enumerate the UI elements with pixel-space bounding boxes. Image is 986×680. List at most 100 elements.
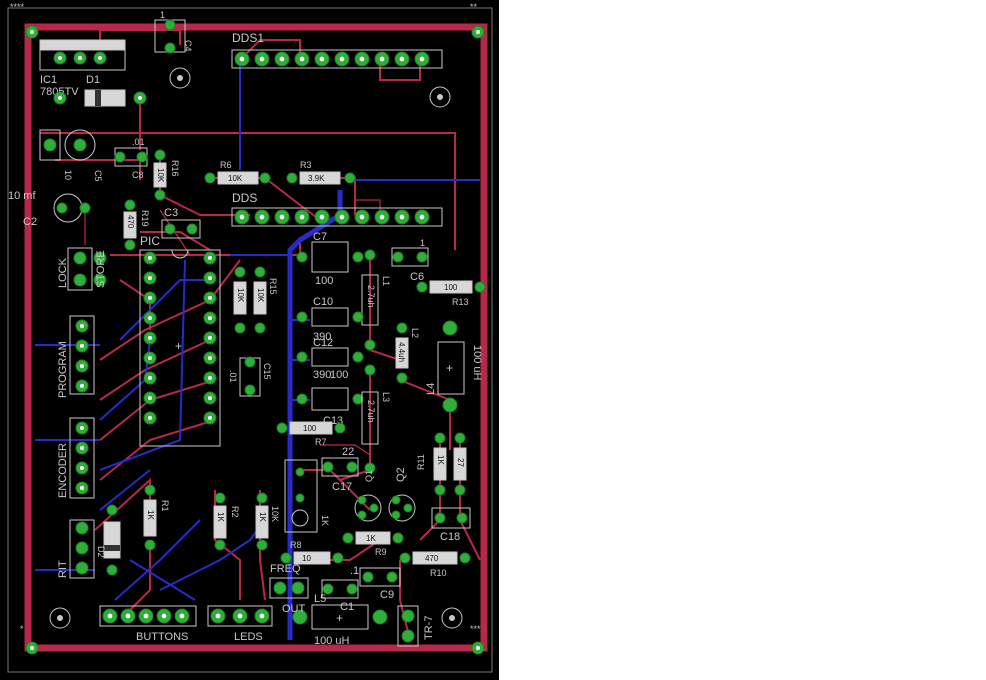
- rit-label: RIT: [57, 560, 69, 578]
- r10-ref: R10: [430, 568, 447, 578]
- connector-buttons: BUTTONS: [99, 605, 197, 643]
- trimmer-1k: 1K: [284, 459, 330, 533]
- pad-hole: [80, 466, 84, 470]
- pad-hole: [80, 486, 84, 490]
- trimmer-value: 1K: [320, 515, 330, 526]
- c3-ref: C3: [164, 207, 178, 219]
- bottom-layer-traces: [35, 60, 480, 640]
- pad-hole: [148, 336, 152, 340]
- svg-text:+: +: [175, 339, 182, 353]
- pad-hole: [279, 56, 285, 62]
- pad-hole: [299, 56, 305, 62]
- c6-value: 1: [420, 238, 425, 248]
- connector-freq-out: FREQ OUT: [269, 563, 309, 615]
- pcb-layout-canvas: **** ** * ***: [7, 2, 493, 673]
- capacitor-c6: 1 C6: [391, 238, 429, 283]
- r3-ref: R3: [300, 160, 312, 170]
- pad-hole: [208, 256, 212, 260]
- c10-value: 390: [313, 331, 331, 343]
- lock-label: LOCK: [57, 257, 69, 288]
- pad-hole: [143, 613, 149, 619]
- r1-ref: R1: [160, 500, 170, 512]
- buttons-label: BUTTONS: [136, 631, 188, 643]
- pad-hole: [80, 324, 84, 328]
- r1-value: 1K: [146, 510, 155, 520]
- r-value-10k-c: 10K: [236, 288, 245, 303]
- corner-mark-top-left: ****: [10, 2, 25, 12]
- pad-hole: [208, 376, 212, 380]
- l2-ref: L2: [410, 328, 420, 338]
- inductor-l4: + 100 uH L4: [425, 320, 483, 413]
- l4-ref: L4: [425, 383, 437, 395]
- r16-ref: R16: [170, 160, 180, 177]
- resistor-r2: 1K R2: [213, 492, 240, 551]
- resistor-r8: 10 R8: [280, 540, 344, 565]
- l5-value: 100 uH: [314, 635, 350, 647]
- c2-ref: C2: [23, 216, 37, 228]
- pad-hole: [259, 214, 265, 220]
- connector-trim: TR-7: [397, 605, 435, 647]
- pad-hole: [208, 296, 212, 300]
- c18-ref: C18: [440, 531, 460, 543]
- resistor-pair-r15: 10K 10K R15: [233, 266, 278, 334]
- inductor-l3: 2.7uh L3: [361, 364, 391, 474]
- svg-text:+: +: [446, 361, 453, 375]
- pad-hole: [148, 276, 152, 280]
- pad-hole: [148, 316, 152, 320]
- inductor-l2: 4.4uh L2: [395, 322, 420, 384]
- regulator-ic1: IC1 7805TV: [39, 39, 126, 98]
- c5-ref: C5: [93, 170, 103, 182]
- diode-d1: D1: [53, 74, 147, 107]
- c7-value: 100: [315, 275, 333, 287]
- r-leds-value-2: 10K: [270, 506, 280, 522]
- resistor-r10: 470 R10: [399, 551, 471, 578]
- c12-second-value: 100: [330, 369, 348, 381]
- r19-ref: R19: [140, 210, 150, 227]
- program-label: PROGRAM: [57, 341, 69, 398]
- l1-ref: L1: [381, 276, 391, 286]
- pad-hole: [319, 56, 325, 62]
- capacitor-c4: C4 1: [154, 10, 193, 54]
- trim-label: TR-7: [423, 616, 435, 640]
- resistor-r11: 1K R11 27: [416, 432, 467, 496]
- header-dds: DDS: [231, 191, 443, 227]
- pad-hole: [148, 416, 152, 420]
- capacitor-c12: C12 390 100: [296, 337, 364, 381]
- transistor-q1: Q1: [354, 470, 382, 522]
- pad-hole: [80, 344, 84, 348]
- corner-mark-bottom-left: *: [20, 624, 24, 634]
- c17-value: 22: [342, 446, 354, 458]
- capacitor-c17: 22 C17: [321, 446, 359, 493]
- freq-label: FREQ: [270, 563, 301, 575]
- r13-value: 100: [444, 283, 458, 292]
- pcb-board-view: **** ** * ***: [0, 0, 499, 680]
- mounting-hole: [169, 67, 191, 89]
- c8-ref: C8: [132, 170, 144, 180]
- r11-ref: R11: [416, 454, 426, 470]
- pad-hole: [161, 613, 167, 619]
- pad-hole: [359, 214, 365, 220]
- leds-label: LEDS: [234, 631, 263, 643]
- pad-hole: [208, 316, 212, 320]
- r11-value: 1K: [436, 455, 445, 465]
- capacitor-c8: .01 C8: [114, 137, 148, 180]
- svg-text:+: +: [336, 611, 343, 625]
- ic1-ref: IC1: [40, 74, 57, 86]
- pad-hole: [125, 613, 131, 619]
- dds1-label: DDS1: [232, 31, 264, 45]
- pad-hole: [419, 56, 425, 62]
- capacitor-c9: .1 C9: [350, 565, 401, 601]
- pad-hole: [179, 613, 185, 619]
- resistor-r19: 470 R19: [123, 199, 150, 251]
- q2-ref: Q2: [395, 467, 407, 482]
- c12-ref: C12: [313, 337, 333, 349]
- l3-ref: L3: [381, 392, 391, 402]
- c17-ref: C17: [332, 481, 352, 493]
- c9-ref: C9: [380, 589, 394, 601]
- d2-ref: D2: [96, 546, 106, 558]
- pad-hole: [259, 56, 265, 62]
- pad-hole: [239, 214, 245, 220]
- pad-hole: [299, 214, 305, 220]
- pic-label: PIC: [140, 234, 160, 248]
- c15-ref: C15: [262, 363, 272, 380]
